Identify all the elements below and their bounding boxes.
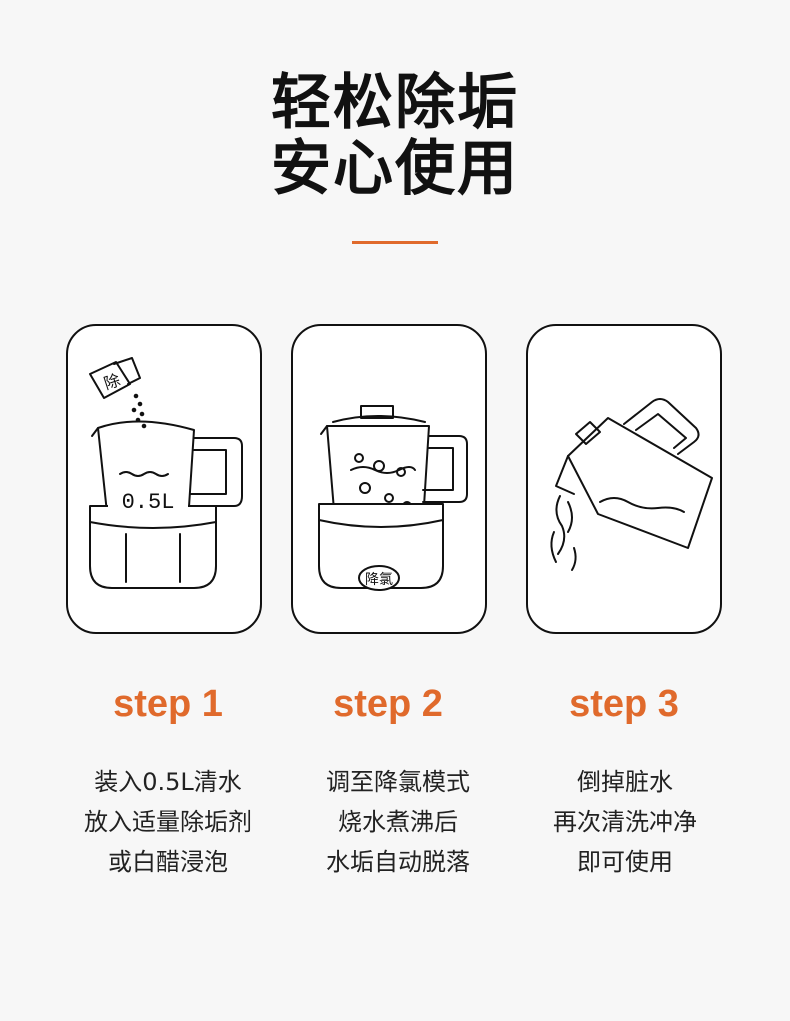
page-title: 轻松除垢 安心使用 (0, 70, 790, 202)
step-3-line-1: 倒掉脏水 (577, 768, 673, 796)
volume-label: 0.5L (122, 490, 175, 515)
step-1-description: 装入0.5L清水 放入适量除垢剂 或白醋浸泡 (48, 762, 288, 882)
step-1-label: step 1 (113, 683, 223, 725)
step-2-line-3: 水垢自动脱落 (326, 848, 470, 876)
boiling-kettle-icon: 降氯 (318, 405, 468, 591)
pouring-kettle-icon (550, 398, 713, 571)
step-3-line-2: 再次清洗冲净 (553, 808, 697, 836)
base-label: 降氯 (365, 572, 393, 588)
step-1-line-1: 装入0.5L清水 (94, 768, 242, 796)
title-line-1: 轻松除垢 (271, 68, 519, 138)
step-3-description: 倒掉脏水 再次清洗冲净 即可使用 (505, 762, 745, 882)
step-2-description: 调至降氯模式 烧水煮沸后 水垢自动脱落 (278, 762, 518, 882)
step-3-illustration-card (526, 324, 722, 634)
step-2-line-1: 调至降氯模式 (326, 768, 470, 796)
packet-label: 除 (102, 370, 123, 393)
step-3-line-3: 即可使用 (577, 848, 673, 876)
step-1-line-2: 放入适量除垢剂 (84, 808, 252, 836)
step-2-label: step 2 (333, 683, 443, 725)
step-1-line-3: 或白醋浸泡 (108, 848, 228, 876)
title-line-2: 安心使用 (271, 134, 519, 204)
kettle-with-descaler-packet-icon: 除 0.5L (89, 357, 243, 589)
step-2-line-2: 烧水煮沸后 (338, 808, 458, 836)
step-1-illustration-card: 除 0.5L (66, 324, 262, 634)
step-3-label: step 3 (569, 683, 679, 725)
title-divider (352, 241, 438, 244)
step-2-illustration-card: 降氯 (291, 324, 487, 634)
